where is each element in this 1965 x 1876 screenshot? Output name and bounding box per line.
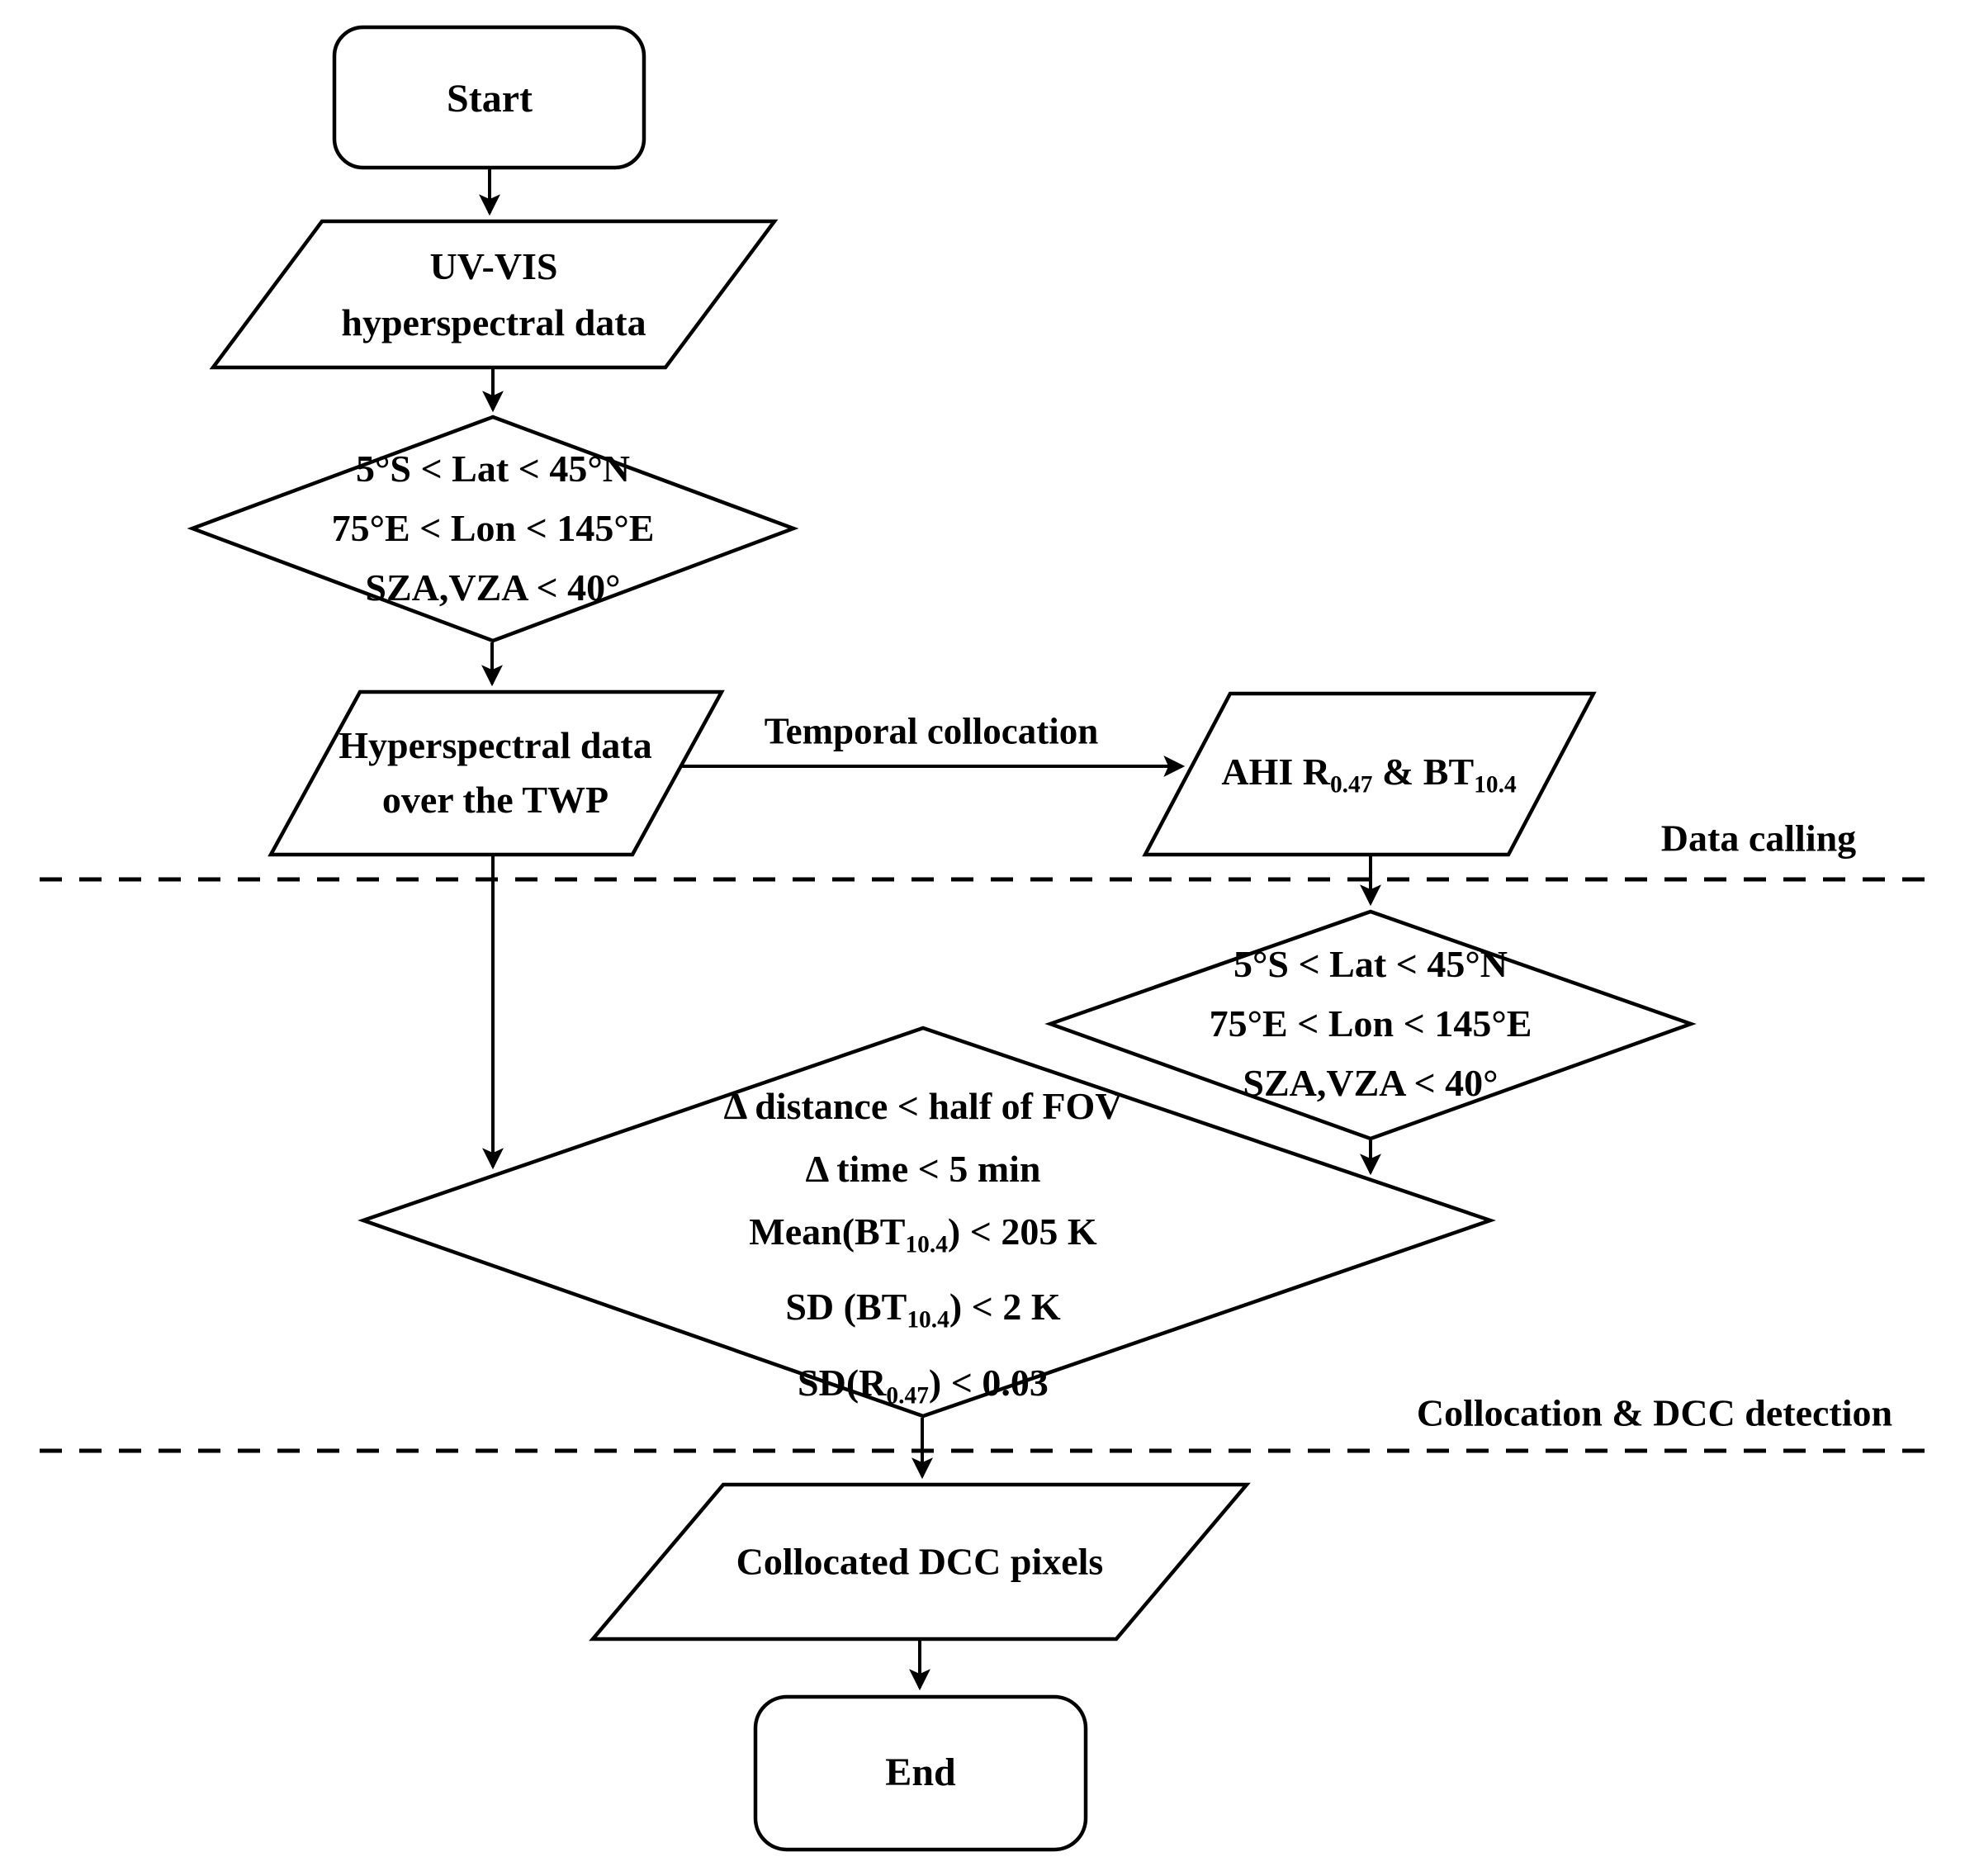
filter1-node-label: 5°S < Lat < 45°N 75°E < Lon < 145°E SZA,… [332, 439, 655, 618]
twp-node-shape [268, 689, 725, 857]
uvvis-node-shape [209, 219, 779, 370]
filter2-line-1: 5°S < Lat < 45°N [1233, 943, 1508, 985]
dcc-node-shape [357, 1026, 1496, 1419]
dcc-line-3: Mean(BT10.4) < 205 K [749, 1210, 1097, 1258]
filter1-node-shape [187, 415, 799, 643]
ahi-node-label: AHI R0.47 & BT10.4 [1221, 750, 1517, 798]
filter1-line-1: 5°S < Lat < 45°N [355, 448, 631, 490]
filter2-node-label: 5°S < Lat < 45°N 75°E < Lon < 145°E SZA,… [1210, 935, 1532, 1113]
filter2-line-2: 75°E < Lon < 145°E [1209, 1002, 1532, 1045]
collocated-node-label: Collocated DCC pixels [736, 1540, 1104, 1583]
filter2-node-shape [1044, 909, 1697, 1141]
filter1-line-3: SZA,VZA < 40° [365, 566, 621, 609]
start-node-label: Start [447, 77, 533, 121]
start-node-shape [332, 25, 646, 170]
section-label-collocation-dcc-detection: Collocation & DCC detection [1416, 1391, 1893, 1434]
uvvis-line-1: UV-VIS [429, 245, 558, 287]
dcc-line-2: Δ time < 5 min [805, 1147, 1041, 1190]
uvvis-node-label: UV-VIS hyperspectral data [341, 239, 646, 351]
section-label-data-calling: Data calling [1660, 817, 1857, 860]
collocated-node-shape [589, 1482, 1251, 1642]
temporal-collocation-edge-label: Temporal collocation [764, 710, 1099, 752]
ahi-node-shape [1142, 691, 1597, 857]
twp-line-2: over the TWP [381, 779, 609, 821]
twp-line-1: Hyperspectral data [339, 724, 652, 766]
filter1-line-2: 75°E < Lon < 145°E [331, 507, 655, 549]
dcc-line-1: Δ distance < half of FOV [723, 1084, 1123, 1127]
twp-node-label: Hyperspectral data over the TWP [339, 718, 651, 827]
filter2-line-3: SZA,VZA < 40° [1243, 1062, 1499, 1104]
dcc-node-label: Δ distance < half of FOV Δ time < 5 min … [723, 1075, 1122, 1427]
end-node-shape [753, 1694, 1088, 1852]
dcc-line-5: SD(R0.47) < 0.03 [798, 1361, 1049, 1409]
uvvis-line-2: hyperspectral data [341, 301, 646, 343]
dcc-line-4: SD (BT10.4) < 2 K [785, 1286, 1061, 1334]
end-node-label: End [885, 1750, 956, 1795]
